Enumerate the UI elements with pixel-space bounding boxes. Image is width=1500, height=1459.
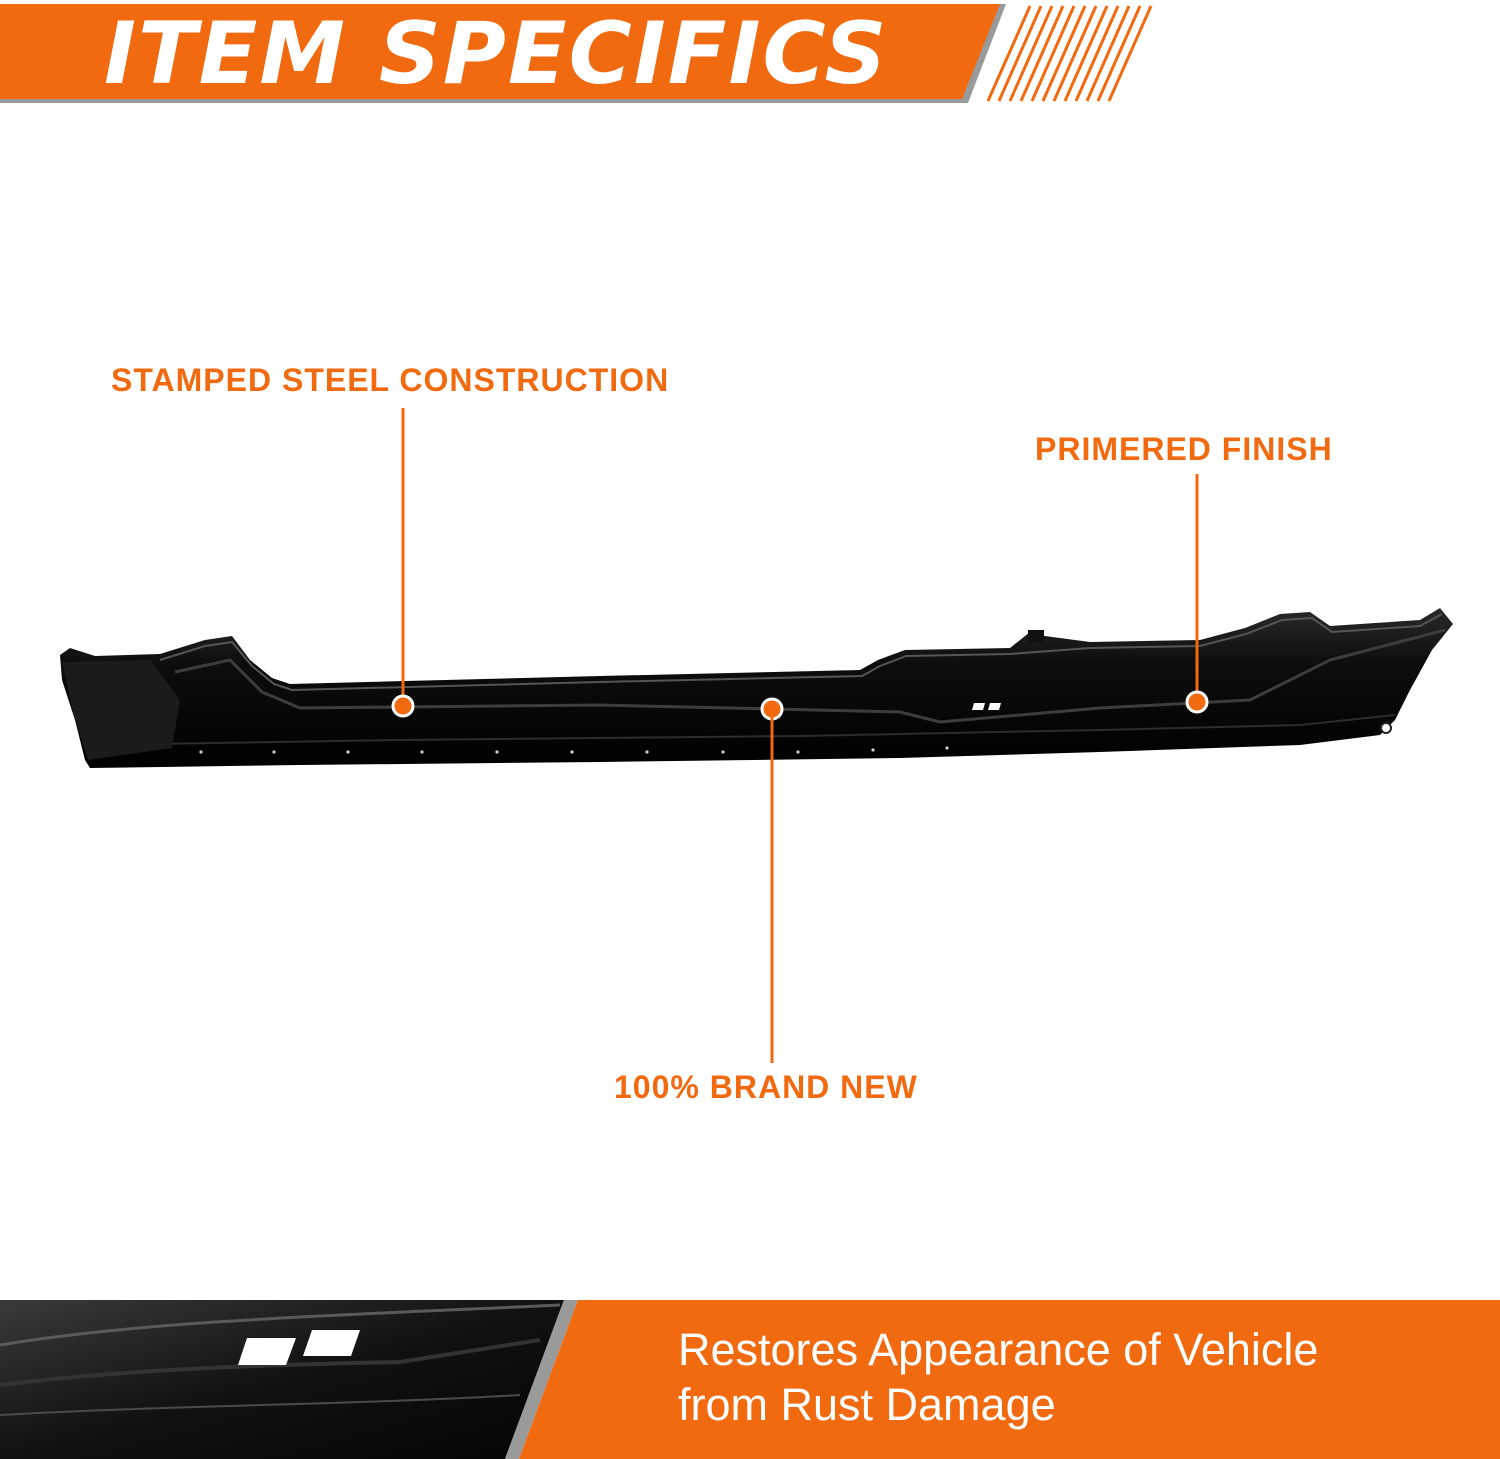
- rocker-panel-flange: [159, 613, 1443, 692]
- page-title: ITEM SPECIFICS: [104, 4, 889, 104]
- bottom-banner: Restores Appearance of Vehicle from Rust…: [0, 1300, 1500, 1459]
- closeup-photo-ridge: [0, 1303, 561, 1347]
- rocker-panel-image: [60, 608, 1453, 768]
- header-banner: ITEM SPECIFICS: [0, 4, 1153, 104]
- closeup-photo-edge: [0, 1394, 521, 1416]
- callout-brand-new-label: 100% BRAND NEW: [614, 1069, 918, 1105]
- callout-brand-new: 100% BRAND NEW: [614, 697, 918, 1105]
- callout-dot-icon: [760, 697, 784, 721]
- rocker-panel-holes: [199, 746, 949, 754]
- callout-stamped-steel-label: STAMPED STEEL CONSTRUCTION: [111, 362, 669, 398]
- rocker-panel-tab: [1028, 630, 1044, 642]
- banner-divider: [505, 1300, 578, 1459]
- closeup-photo-ridge-lower: [0, 1338, 541, 1387]
- callout-primered-finish: PRIMERED FINISH: [1035, 431, 1333, 714]
- rocker-panel-body: [60, 608, 1453, 768]
- closeup-square-holes: [238, 1330, 360, 1365]
- diagonal-stripes-icon: [986, 5, 1153, 102]
- rocker-panel-crease: [174, 628, 1446, 724]
- rocker-panel-lower-edge: [87, 714, 1396, 746]
- closeup-photo: [0, 1300, 564, 1459]
- callout-stamped-steel: STAMPED STEEL CONSTRUCTION: [111, 362, 669, 718]
- callout-primered-finish-label: PRIMERED FINISH: [1035, 431, 1333, 467]
- rocker-panel-mount-hole: [1380, 722, 1392, 734]
- banner-line-1: Restores Appearance of Vehicle: [678, 1324, 1318, 1375]
- banner-orange-block: [519, 1300, 1500, 1459]
- rocker-panel-square-holes: [972, 703, 1001, 710]
- header-orange-band: [0, 4, 1000, 99]
- rocker-panel-end-cap: [62, 660, 180, 760]
- banner-line-2: from Rust Damage: [678, 1379, 1056, 1430]
- callout-dot-icon: [391, 694, 415, 718]
- callout-dot-icon: [1185, 690, 1209, 714]
